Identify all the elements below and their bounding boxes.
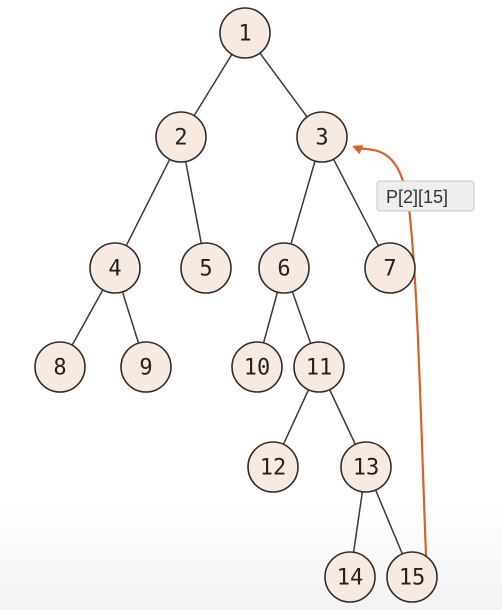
node-label-6: 6	[277, 257, 290, 282]
node-label-15: 15	[399, 566, 426, 591]
edge-1-3	[259, 52, 308, 118]
node-label-1: 1	[238, 22, 251, 47]
node-label-11: 11	[306, 356, 333, 381]
node-circle-3	[296, 111, 348, 163]
node-circle-8	[34, 341, 86, 393]
node-circle-15	[386, 551, 438, 603]
node-circle-13	[340, 441, 392, 493]
tree-node-13: 13	[340, 441, 392, 493]
node-circle-11	[293, 341, 345, 393]
tree-node-12: 12	[247, 441, 299, 493]
node-label-13: 13	[353, 456, 380, 481]
tree-node-14: 14	[324, 551, 376, 603]
edge-2-5	[184, 161, 203, 244]
edge-11-12	[282, 389, 310, 445]
annotation-arrow-layer	[352, 145, 428, 557]
edge-11-13	[328, 389, 357, 445]
edge-3-6	[290, 160, 316, 245]
annotation-label-box	[376, 180, 475, 212]
edge-13-14	[352, 491, 364, 553]
edge-1-2	[193, 53, 233, 117]
tree-node-2: 2	[155, 111, 207, 163]
node-label-7: 7	[383, 257, 396, 282]
node-circle-7	[364, 242, 416, 294]
tree-node-6: 6	[258, 242, 310, 294]
annotation-label-layer: P[2][15]	[376, 180, 475, 212]
tree-node-10: 10	[231, 341, 283, 393]
node-label-9: 9	[139, 356, 152, 381]
node-label-3: 3	[315, 126, 328, 151]
tree-node-1: 1	[219, 7, 271, 59]
edges-layer	[71, 52, 404, 555]
edge-2-4	[125, 158, 171, 247]
node-label-5: 5	[199, 257, 212, 282]
node-circle-10	[231, 341, 283, 393]
node-label-12: 12	[260, 456, 287, 481]
node-circle-6	[258, 242, 310, 294]
tree-node-11: 11	[293, 341, 345, 393]
node-circle-9	[120, 341, 172, 393]
node-label-8: 8	[53, 356, 66, 381]
ancestor-arrow	[352, 145, 428, 557]
edge-4-8	[71, 289, 104, 346]
annotation-label: P[2][15]	[376, 180, 475, 212]
tree-node-4: 4	[89, 242, 141, 294]
edge-4-9	[121, 291, 140, 344]
node-label-14: 14	[337, 566, 364, 591]
tree-node-3: 3	[296, 111, 348, 163]
node-label-10: 10	[244, 356, 271, 381]
node-label-2: 2	[174, 126, 187, 151]
edge-6-11	[291, 291, 312, 344]
node-circle-14	[324, 551, 376, 603]
tree-node-15: 15	[386, 551, 438, 603]
tree-node-7: 7	[364, 242, 416, 294]
tree-node-8: 8	[34, 341, 86, 393]
edge-6-10	[262, 291, 279, 344]
tree-node-5: 5	[180, 242, 232, 294]
tree-node-9: 9	[120, 341, 172, 393]
node-circle-4	[89, 242, 141, 294]
annotation-label-text: P[2][15]	[386, 187, 448, 207]
node-circle-12	[247, 441, 299, 493]
node-label-4: 4	[108, 257, 121, 282]
node-circle-5	[180, 242, 232, 294]
node-circle-2	[155, 111, 207, 163]
edge-3-7	[332, 158, 380, 247]
edge-13-15	[374, 489, 404, 555]
node-circle-1	[219, 7, 271, 59]
